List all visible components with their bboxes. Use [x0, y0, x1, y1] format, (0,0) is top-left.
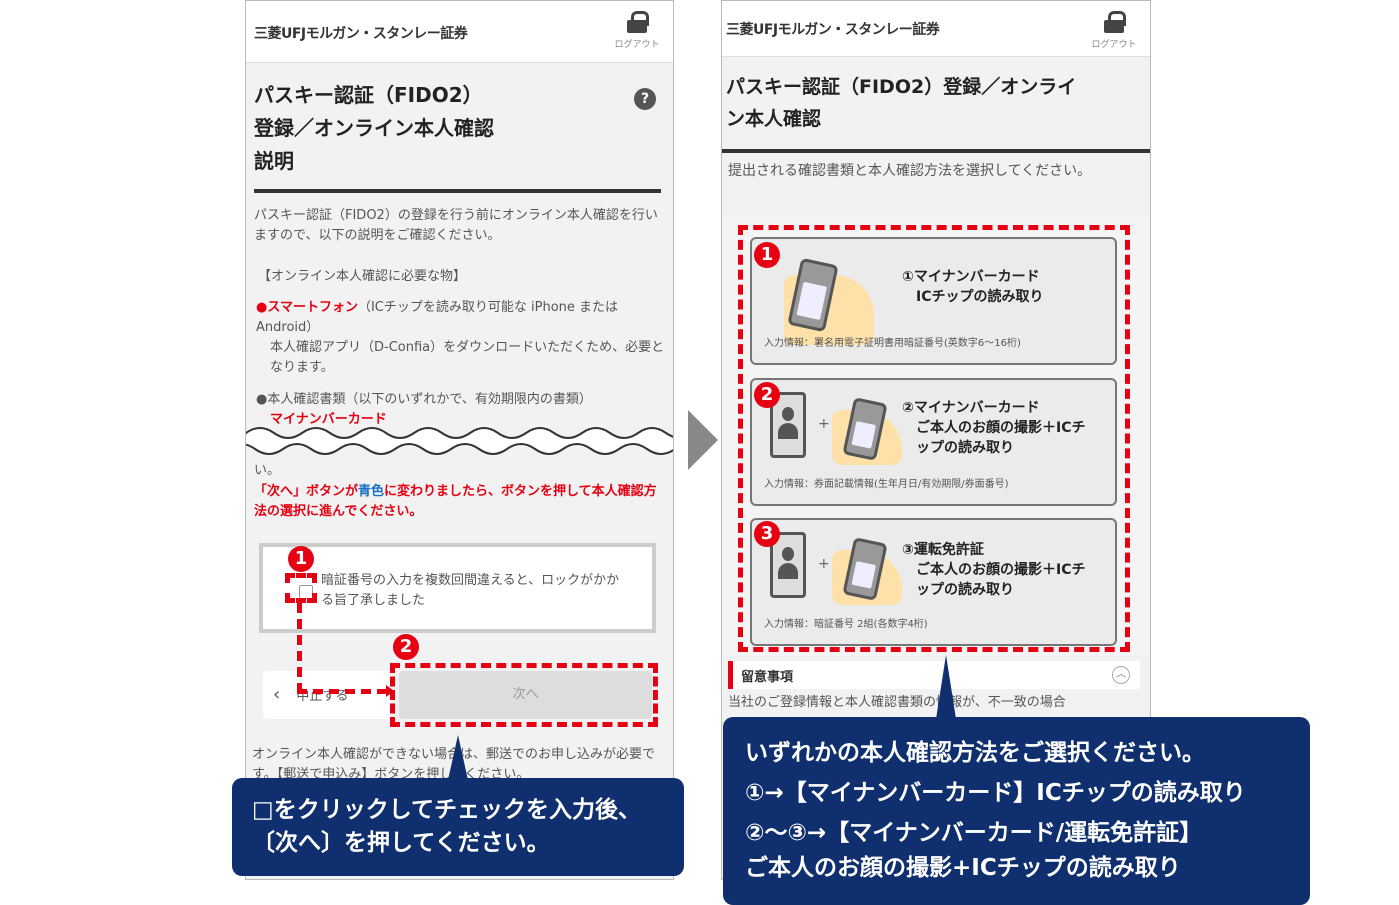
checkbox-highlight: [285, 573, 317, 603]
header: 三菱UFJモルガン・スタンレー証券 ログアウト: [722, 1, 1150, 57]
next-button[interactable]: 次へ: [399, 671, 652, 719]
page-title: パスキー認証（FIDO2） 登録／オンライン本人確認 説明: [254, 83, 494, 173]
consent-box: 暗証番号の入力を複数回間違えると、ロックがかかる旨了承しました: [259, 543, 656, 633]
title-divider: [722, 149, 1150, 153]
option-mynumber-face[interactable]: + ②マイナンバーカードご本人のお顔の撮影＋ICチップの読み取り 入力情報：券面…: [750, 378, 1117, 506]
option-badge-3: 3: [754, 521, 780, 547]
instruction-text: 提出される確認書類と本人確認方法を選択してください。: [728, 163, 1092, 179]
right-callout: いずれかの本人確認方法をご選択ください。 ①→【マイナンバーカード】ICチップの…: [723, 717, 1310, 905]
notes-accordion[interactable]: 留意事項 ︿: [728, 661, 1140, 689]
flow-arrow-icon: [688, 410, 718, 470]
callout-pointer: [936, 655, 956, 719]
lock-icon: [627, 11, 649, 33]
option-info: 入力情報：券面記載情報(生年月日/有効期限/券面番号): [764, 479, 1009, 490]
title-divider: [254, 189, 661, 193]
logout-button[interactable]: ログアウト: [1086, 11, 1142, 50]
cut-wave: [246, 427, 673, 455]
option-badge-2: 2: [754, 382, 780, 408]
lock-icon: [1104, 11, 1126, 33]
item-smartphone: ●スマートフォン（ICチップを読み取り可能な iPhone または Androi…: [256, 300, 665, 375]
connector-line: [297, 689, 387, 694]
chevron-left-icon: ‹: [273, 684, 281, 705]
option-info: 入力情報：署名用電子証明書用暗証番号(英数字6～16桁): [764, 338, 1021, 349]
next-button-highlight: [390, 663, 658, 727]
notes-text: 当社のご登録情報と本人確認書類の情報が、不一致の場合: [728, 695, 1066, 710]
chevron-up-icon: ︿: [1112, 666, 1130, 684]
step-badge-2: 2: [393, 634, 419, 660]
required-heading: 【オンライン本人確認に必要な物】: [258, 269, 467, 284]
help-icon[interactable]: ?: [634, 88, 656, 110]
step-badge-1: 1: [288, 546, 314, 572]
face-photo-icon: [770, 532, 806, 598]
item-id-docs: ●本人確認書類（以下のいずれかで、有効期限内の書類） マイナンバーカード: [256, 392, 592, 427]
option-badge-1: 1: [754, 242, 780, 268]
plus-sign: +: [818, 556, 830, 572]
logout-button[interactable]: ログアウト: [609, 11, 665, 50]
brand-logo: 三菱UFJモルガン・スタンレー証券: [254, 26, 468, 42]
brand-logo: 三菱UFJモルガン・スタンレー証券: [726, 22, 940, 38]
face-photo-icon: [770, 392, 806, 458]
callout-pointer: [448, 735, 468, 780]
page-title: パスキー認証（FIDO2）登録／オンライ ン本人確認: [726, 76, 1077, 130]
option-info: 入力情報：暗証番号 2組(各数字4桁): [764, 619, 928, 630]
consent-label: 暗証番号の入力を複数回間違えると、ロックがかかる旨了承しました: [321, 573, 620, 608]
cancel-button[interactable]: ‹ 中止する: [263, 671, 391, 719]
left-callout: □をクリックしてチェックを入力後、 〔次へ〕を押してください。: [232, 778, 684, 876]
option-license-face[interactable]: + ③運転免許証ご本人のお顔の撮影＋ICチップの読み取り 入力情報：暗証番号 2…: [750, 518, 1117, 646]
intro-text: パスキー認証（FIDO2）の登録を行う前にオンライン本人確認を行いますので、以下…: [254, 208, 658, 243]
connector-line: [297, 603, 302, 693]
options-highlight: [738, 225, 1130, 652]
plus-sign: +: [818, 416, 830, 432]
next-notice: 「次へ」ボタンが青色に変わりましたら、ボタンを押して本人確認方法の選択に進んでく…: [254, 484, 657, 519]
cut-tail-text: い。: [254, 463, 281, 478]
left-screen: 三菱UFJモルガン・スタンレー証券 ログアウト パスキー認証（FIDO2） 登録…: [245, 0, 674, 880]
header: 三菱UFJモルガン・スタンレー証券 ログアウト: [246, 1, 673, 63]
